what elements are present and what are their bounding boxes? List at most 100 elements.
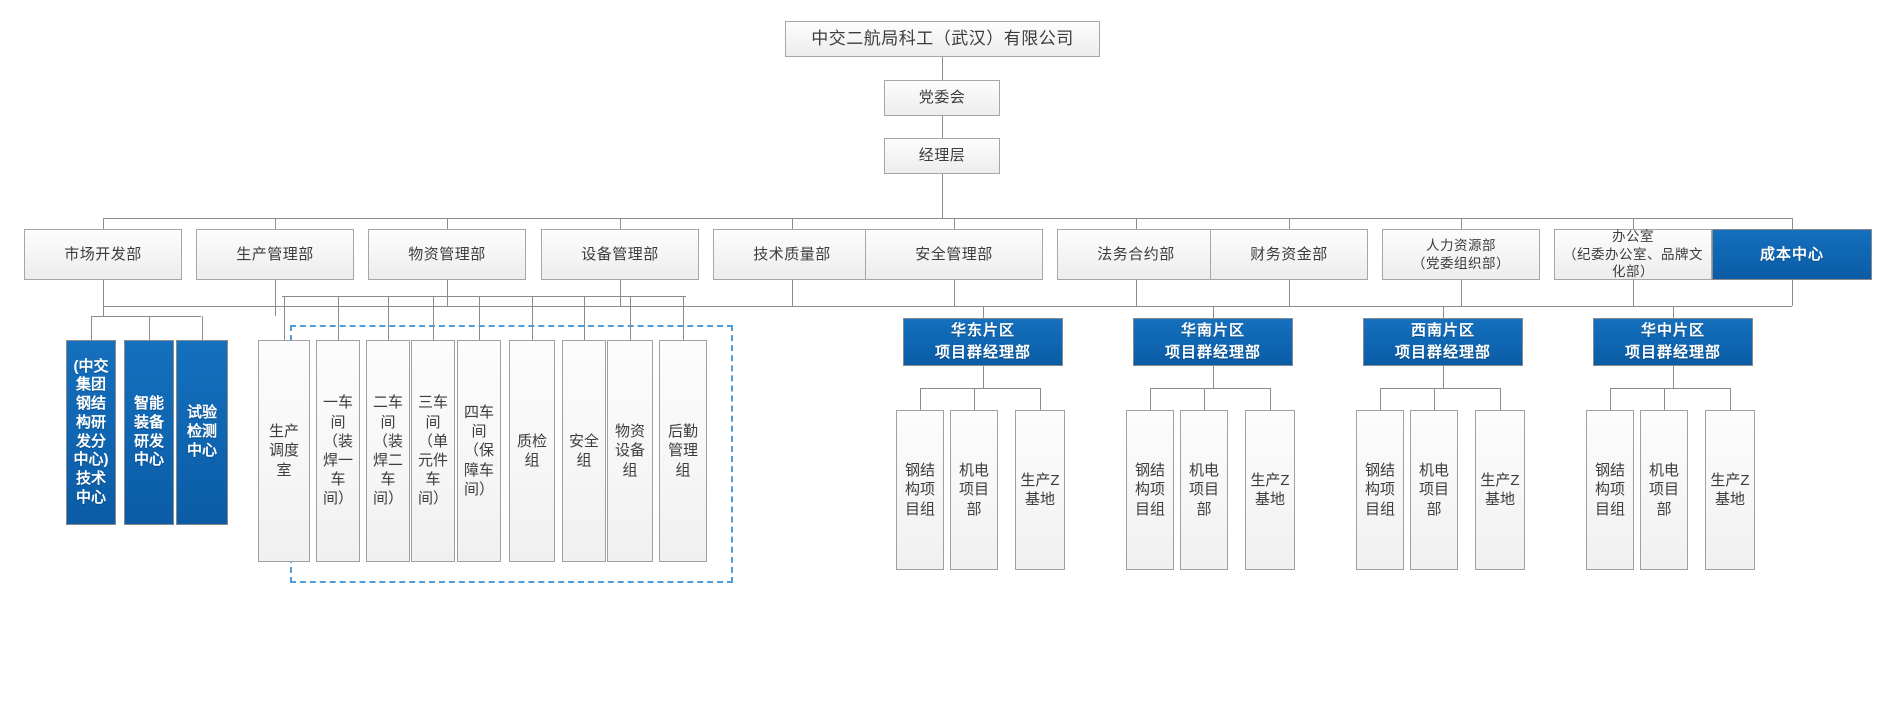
connector-techcenter-bus — [91, 316, 201, 317]
connector-dept-equipment-up — [620, 218, 621, 229]
connector-region-south-stem — [1213, 306, 1214, 318]
connector-dept-safety-up — [954, 218, 955, 229]
production-unit-unit-workshop-1-label: 一车间（装焊一车间） — [322, 394, 353, 508]
region-child-region-east-elec[interactable]: 机电项目部 — [950, 410, 998, 570]
region-region-central-label: 华中片区项目群经理部 — [1624, 322, 1721, 361]
connector-unit-logistics-stem — [683, 296, 684, 340]
connector-unit-dispatch-stem — [284, 296, 285, 340]
connector-dept-finance-down — [1289, 280, 1290, 306]
region-child-region-east-steel[interactable]: 钢结构项目组 — [896, 410, 944, 570]
region-child-region-southwest-steel[interactable]: 钢结构项目组 — [1356, 410, 1404, 570]
root-company-box[interactable]: 中交二航局科工（武汉）有限公司 — [785, 21, 1100, 57]
department-dept-cost[interactable]: 成本中心 — [1712, 229, 1872, 280]
connector-region-south-down — [1213, 366, 1214, 388]
region-child-region-central-base[interactable]: 生产Z基地 — [1705, 410, 1755, 570]
region-region-southwest[interactable]: 西南片区项目群经理部 — [1363, 318, 1523, 366]
department-dept-production-label: 生产管理部 — [236, 245, 314, 263]
production-unit-unit-safety[interactable]: 安全组 — [562, 340, 606, 562]
connector-dept-market-down — [103, 280, 104, 306]
region-child-region-southwest-steel-label: 钢结构项目组 — [1364, 462, 1395, 518]
region-child-region-southwest-base[interactable]: 生产Z基地 — [1475, 410, 1525, 570]
department-dept-materials-label: 物资管理部 — [408, 245, 486, 263]
party-committee-box[interactable]: 党委会 — [884, 80, 1000, 116]
region-child-region-central-steel[interactable]: 钢结构项目组 — [1586, 410, 1634, 570]
connector-committee-to-management — [942, 115, 943, 140]
connector-dept-equipment-down — [620, 280, 621, 306]
region-child-region-southwest-elec[interactable]: 机电项目部 — [1410, 410, 1458, 570]
connector-dept-legal-up — [1136, 218, 1137, 229]
connector-dept-hr-up — [1461, 218, 1462, 229]
tech-center-center-equipment[interactable]: 智能装备研发中心 — [124, 340, 174, 525]
region-child-region-east-base[interactable]: 生产Z基地 — [1015, 410, 1065, 570]
department-dept-finance[interactable]: 财务资金部 — [1210, 229, 1368, 280]
department-dept-production[interactable]: 生产管理部 — [196, 229, 354, 280]
connector-dept-cost-down — [1792, 280, 1793, 306]
connector-region-south-steel-stem — [1150, 388, 1151, 410]
department-dept-materials[interactable]: 物资管理部 — [368, 229, 526, 280]
connector-root-to-committee — [942, 56, 943, 82]
department-dept-tech[interactable]: 技术质量部 — [713, 229, 871, 280]
connector-dept-finance-up — [1289, 218, 1290, 229]
department-dept-legal[interactable]: 法务合约部 — [1057, 229, 1215, 280]
connector-region-east-bus — [920, 388, 1040, 389]
connector-region-south-base-stem — [1270, 388, 1271, 410]
production-unit-unit-workshop-2-label: 二车间（装焊二车间） — [372, 394, 403, 508]
connector-department-bus-top — [103, 218, 1792, 219]
tech-center-center-testing[interactable]: 试验检测中心 — [176, 340, 228, 525]
connector-unit-quality-stem — [532, 296, 533, 340]
department-dept-tech-label: 技术质量部 — [753, 245, 831, 263]
region-region-central[interactable]: 华中片区项目群经理部 — [1593, 318, 1753, 366]
region-child-region-south-elec[interactable]: 机电项目部 — [1180, 410, 1228, 570]
region-child-region-central-elec[interactable]: 机电项目部 — [1640, 410, 1688, 570]
region-region-east[interactable]: 华东片区项目群经理部 — [903, 318, 1063, 366]
department-dept-cost-label: 成本中心 — [1759, 245, 1824, 263]
production-unit-unit-logistics[interactable]: 后勤管理组 — [659, 340, 707, 562]
region-region-south-label: 华南片区项目群经理部 — [1164, 322, 1261, 361]
connector-management-to-deptbus — [942, 173, 943, 218]
production-unit-unit-workshop-3[interactable]: 三车间（单元件车间） — [411, 340, 455, 562]
management-layer-box[interactable]: 经理层 — [884, 138, 1000, 174]
connector-unit-materials-stem — [630, 296, 631, 340]
management-layer-label: 经理层 — [918, 147, 966, 165]
connector-dept-production-up — [275, 218, 276, 229]
region-child-region-south-steel[interactable]: 钢结构项目组 — [1126, 410, 1174, 570]
production-unit-unit-materials[interactable]: 物资设备组 — [607, 340, 653, 562]
production-unit-unit-workshop-2[interactable]: 二车间（装焊二车间） — [366, 340, 410, 562]
department-dept-market[interactable]: 市场开发部 — [24, 229, 182, 280]
connector-region-south-elec-stem — [1204, 388, 1205, 410]
production-unit-unit-quality[interactable]: 质检组 — [509, 340, 555, 562]
connector-dept-tech-up — [792, 218, 793, 229]
connector-center-equipment-stem — [149, 316, 150, 340]
connector-center-testing-stem — [202, 316, 203, 340]
department-dept-office-label: 办公室（纪委办公室、品牌文化部） — [1563, 229, 1703, 280]
region-region-southwest-label: 西南片区项目群经理部 — [1394, 322, 1491, 361]
production-unit-unit-dispatch-label: 生产调度室 — [268, 423, 299, 479]
production-unit-unit-quality-label: 质检组 — [516, 432, 547, 469]
department-dept-equipment[interactable]: 设备管理部 — [541, 229, 699, 280]
production-unit-unit-workshop-4[interactable]: 四车间（保障车间） — [457, 340, 501, 562]
production-unit-unit-dispatch[interactable]: 生产调度室 — [258, 340, 310, 562]
department-dept-hr[interactable]: 人力资源部（党委组织部） — [1382, 229, 1540, 280]
region-child-region-central-base-label: 生产Z基地 — [1710, 471, 1750, 508]
production-unit-unit-workshop-1[interactable]: 一车间（装焊一车间） — [316, 340, 360, 562]
region-child-region-southwest-elec-label: 机电项目部 — [1418, 462, 1449, 518]
department-dept-finance-label: 财务资金部 — [1250, 245, 1328, 263]
region-child-region-central-elec-label: 机电项目部 — [1648, 462, 1679, 518]
region-child-region-central-steel-label: 钢结构项目组 — [1594, 462, 1625, 518]
department-dept-office[interactable]: 办公室（纪委办公室、品牌文化部） — [1554, 229, 1712, 280]
connector-dept-legal-down — [1136, 280, 1137, 306]
region-region-east-label: 华东片区项目群经理部 — [934, 322, 1031, 361]
connector-dept-production-down — [275, 280, 276, 306]
connector-region-southwest-elec-stem — [1434, 388, 1435, 410]
region-child-region-south-base-label: 生产Z基地 — [1250, 471, 1290, 508]
region-child-region-south-base[interactable]: 生产Z基地 — [1245, 410, 1295, 570]
production-unit-unit-logistics-label: 后勤管理组 — [667, 423, 698, 479]
connector-unit-workshop-1-stem — [338, 296, 339, 340]
connector-region-southwest-bus — [1380, 388, 1500, 389]
region-region-south[interactable]: 华南片区项目群经理部 — [1133, 318, 1293, 366]
connector-dept-tech-down — [792, 280, 793, 306]
region-child-region-east-steel-label: 钢结构项目组 — [904, 462, 935, 518]
tech-center-center-steel[interactable]: (中交集团钢结构研发分中心)技术中心 — [66, 340, 116, 525]
department-dept-safety[interactable]: 安全管理部 — [865, 229, 1043, 280]
department-dept-hr-label: 人力资源部（党委组织部） — [1412, 237, 1510, 271]
